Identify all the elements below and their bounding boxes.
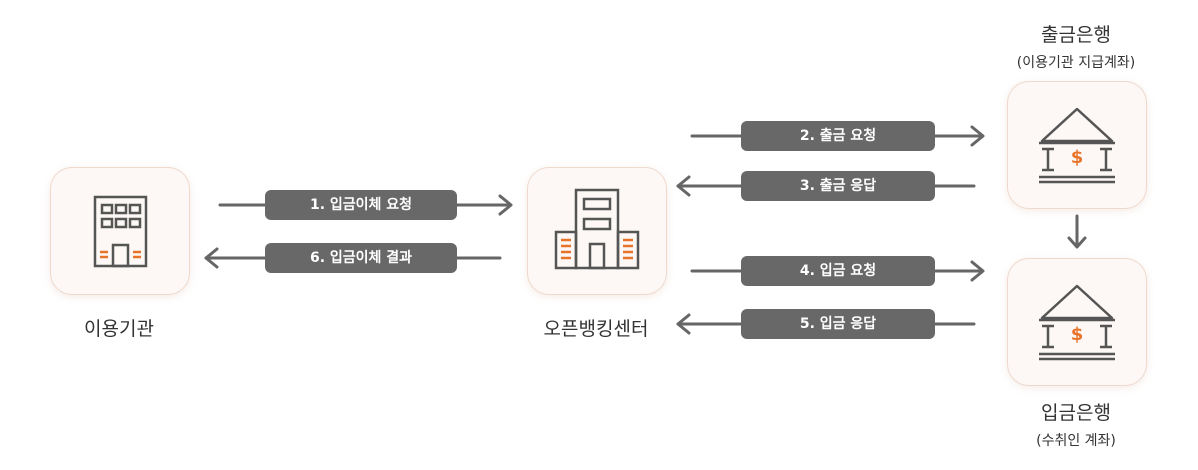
bank-icon: $ bbox=[1039, 107, 1115, 184]
dollar-symbol: $ bbox=[1071, 324, 1084, 345]
withdraw-bank-sublabel: (이용기관 지급계좌) bbox=[1016, 55, 1136, 71]
step-6-label: 6. 입금이체 결과 bbox=[265, 243, 457, 273]
center-label: 오픈뱅킹센터 bbox=[543, 318, 649, 340]
center-card bbox=[527, 167, 667, 295]
deposit-bank-card: $ bbox=[1007, 258, 1147, 386]
withdraw-bank-label: 출금은행 bbox=[1041, 24, 1111, 46]
user-org-label: 이용기관 bbox=[84, 318, 154, 340]
step-1-label: 1. 입금이체 요청 bbox=[265, 190, 457, 220]
step-4-label: 4. 입금 요청 bbox=[741, 256, 935, 286]
step-5-label: 5. 입금 응답 bbox=[741, 309, 935, 339]
deposit-bank-label: 입금은행 bbox=[1041, 402, 1111, 424]
user-org-card bbox=[50, 167, 190, 295]
step-3-label: 3. 출금 응답 bbox=[741, 171, 935, 201]
deposit-bank-sublabel: (수취인 계좌) bbox=[1036, 433, 1116, 449]
withdraw-bank-card: $ bbox=[1007, 81, 1147, 209]
office-tower-icon bbox=[554, 188, 640, 270]
building-icon bbox=[93, 195, 148, 268]
step-2-label: 2. 출금 요청 bbox=[741, 121, 935, 151]
dollar-symbol: $ bbox=[1071, 147, 1084, 168]
bank-icon: $ bbox=[1039, 284, 1115, 361]
